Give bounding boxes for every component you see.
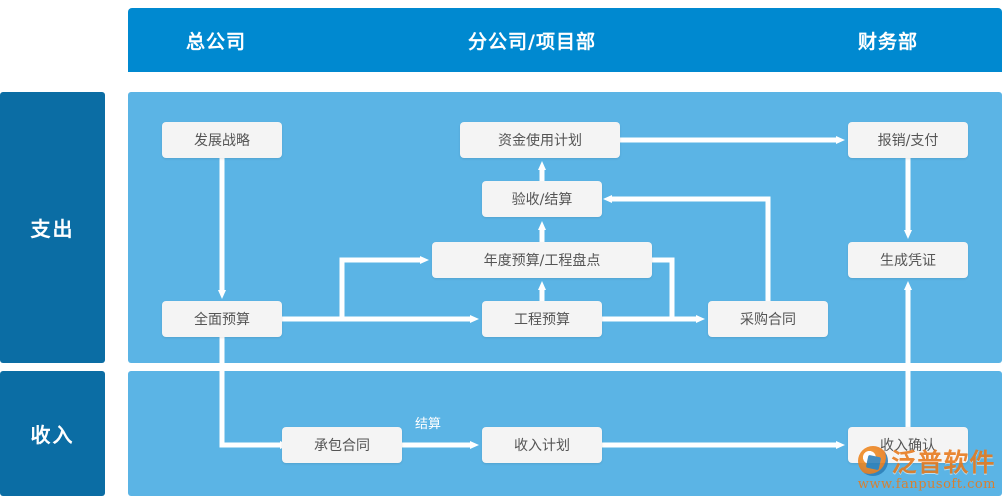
row-label-income: 收入 — [0, 371, 105, 496]
row-label-expenditure: 支出 — [0, 92, 105, 363]
edge-label-settlement: 结算 — [415, 413, 441, 432]
node-generate-voucher[interactable]: 生成凭证 — [848, 242, 968, 278]
node-label: 资金使用计划 — [498, 133, 582, 149]
column-header-headquarters: 总公司 — [186, 8, 246, 72]
node-fund-usage-plan[interactable]: 资金使用计划 — [460, 122, 620, 158]
row-label-text: 支出 — [30, 217, 75, 241]
node-acceptance-settlement[interactable]: 验收/结算 — [482, 181, 602, 217]
edge-label-text: 结算 — [415, 417, 442, 432]
column-header-branch-project: 分公司/项目部 — [468, 8, 596, 72]
column-header-label: 分公司/项目部 — [468, 30, 596, 53]
node-label: 报销/支付 — [877, 133, 939, 149]
row-label-text: 收入 — [30, 423, 75, 447]
node-label: 全面预算 — [194, 312, 250, 328]
column-header-bar: 总公司 分公司/项目部 财务部 — [128, 8, 1002, 72]
node-label: 生成凭证 — [880, 253, 936, 269]
node-label: 收入确认 — [880, 438, 936, 454]
node-label: 收入计划 — [514, 438, 570, 454]
node-reimbursement-payment[interactable]: 报销/支付 — [848, 122, 968, 158]
node-label: 采购合同 — [740, 312, 796, 328]
node-annual-budget-project-inventory[interactable]: 年度预算/工程盘点 — [432, 242, 652, 278]
column-header-label: 财务部 — [858, 30, 919, 53]
node-comprehensive-budget[interactable]: 全面预算 — [162, 301, 282, 337]
node-label: 工程预算 — [514, 312, 570, 328]
node-income-confirmation[interactable]: 收入确认 — [848, 427, 968, 463]
node-purchase-contract[interactable]: 采购合同 — [708, 301, 828, 337]
node-development-strategy[interactable]: 发展战略 — [162, 122, 282, 158]
node-label: 验收/结算 — [511, 192, 573, 208]
node-project-budget[interactable]: 工程预算 — [482, 301, 602, 337]
node-income-plan[interactable]: 收入计划 — [482, 427, 602, 463]
node-label: 承包合同 — [314, 438, 370, 454]
column-header-finance: 财务部 — [858, 8, 918, 72]
column-header-label: 总公司 — [186, 30, 247, 53]
node-label: 发展战略 — [194, 133, 250, 149]
node-contracting-contract[interactable]: 承包合同 — [282, 427, 402, 463]
node-label: 年度预算/工程盘点 — [483, 253, 601, 269]
